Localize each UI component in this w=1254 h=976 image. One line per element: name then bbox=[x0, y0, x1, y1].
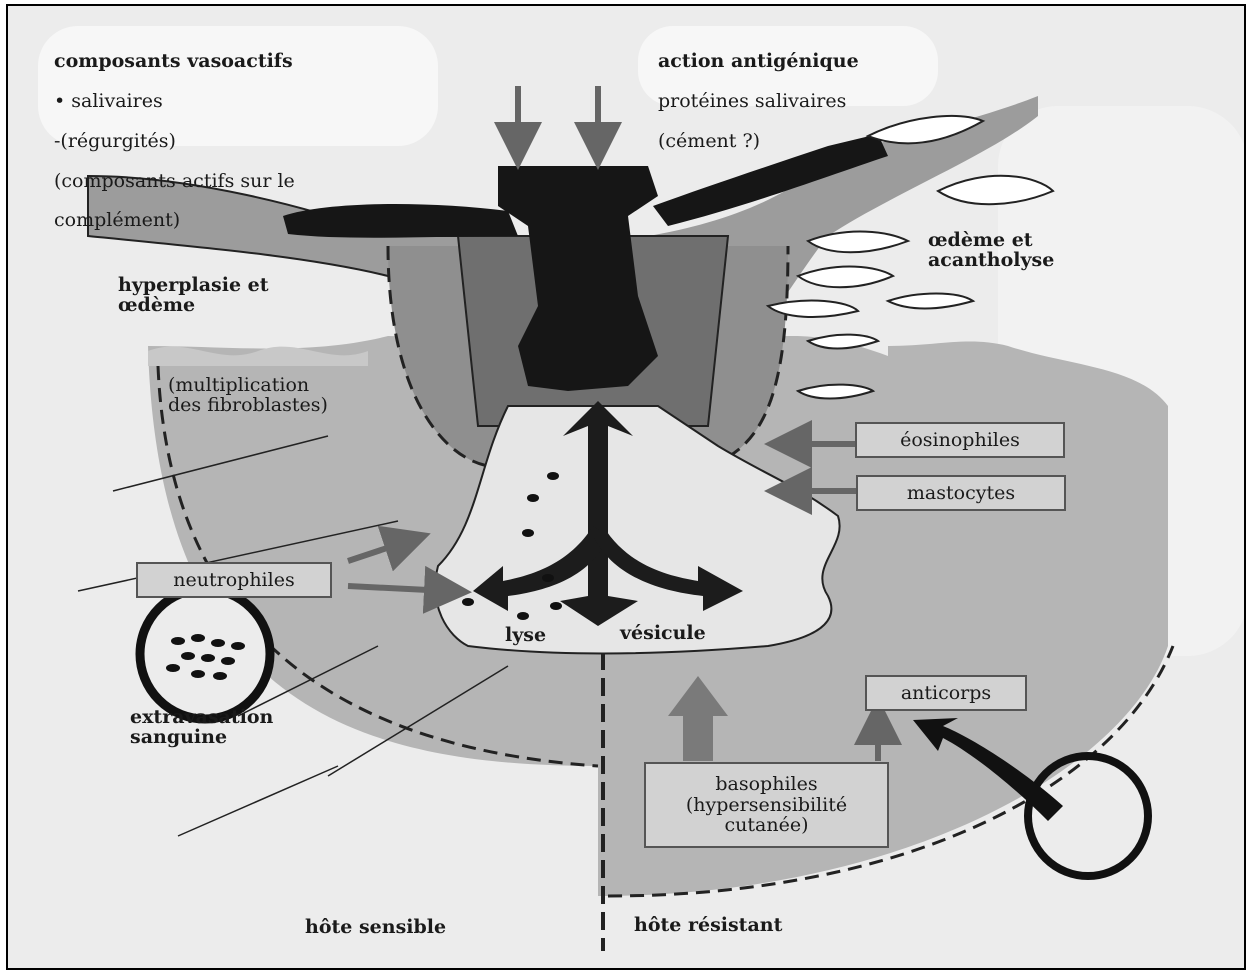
antigenic-title: action antigénique bbox=[658, 52, 859, 72]
vasoactive-line-3: (composants actifs sur le bbox=[54, 172, 295, 192]
vasoactive-label: composants vasoactifs • salivaires -(rég… bbox=[54, 32, 295, 251]
vasoactive-line-2: -(régurgités) bbox=[54, 132, 295, 152]
antigenic-line-1: protéines salivaires bbox=[658, 92, 859, 112]
eosinophils-box: éosinophiles bbox=[855, 422, 1065, 458]
hyperplasia-label: hyperplasie et œdème bbox=[118, 276, 269, 316]
vasoactive-line-1: • salivaires bbox=[54, 92, 295, 112]
vesicle-label: vésicule bbox=[620, 624, 706, 644]
antibodies-box: anticorps bbox=[865, 675, 1027, 711]
neutrophils-box: neutrophiles bbox=[136, 562, 332, 598]
extravasation-label: extravasation sanguine bbox=[130, 708, 273, 748]
resistant-host-label: hôte résistant bbox=[634, 916, 782, 936]
antigenic-label: action antigénique protéines salivaires … bbox=[658, 32, 859, 172]
sensitive-host-label: hôte sensible bbox=[305, 918, 446, 938]
vasoactive-title: composants vasoactifs bbox=[54, 52, 295, 72]
figure-frame: composants vasoactifs • salivaires -(rég… bbox=[6, 4, 1246, 970]
antigenic-line-2: (cément ?) bbox=[658, 132, 859, 152]
vessel-icon bbox=[140, 589, 270, 719]
mast-cells-box: mastocytes bbox=[856, 475, 1066, 511]
oedema-acantholysis-label: œdème et acantholyse bbox=[928, 231, 1054, 271]
basophils-box: basophiles (hypersensibilité cutanée) bbox=[644, 762, 889, 848]
vasoactive-line-4: complément) bbox=[54, 211, 295, 231]
fibroblast-label: (multiplication des fibroblastes) bbox=[168, 376, 328, 416]
lysis-label: lyse bbox=[505, 626, 546, 646]
tick-palp-left bbox=[283, 204, 518, 238]
